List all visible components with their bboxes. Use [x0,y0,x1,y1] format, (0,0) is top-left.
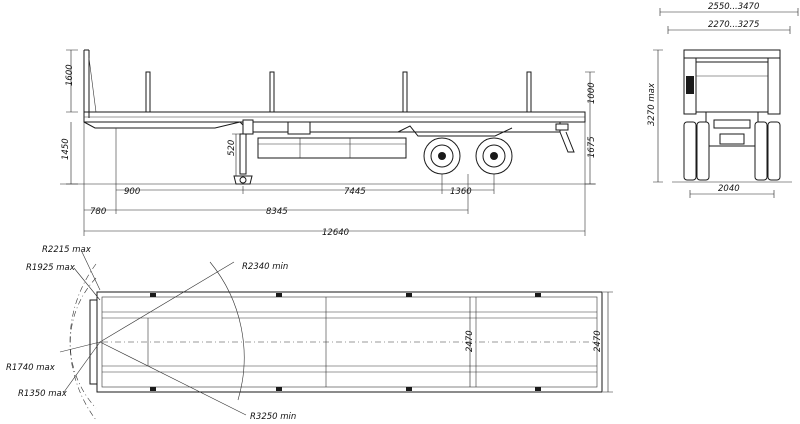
horizontal-dims [83,122,586,236]
dim-axle-spacing: 1360 [450,187,472,197]
radius-r2340: R2340 min [242,262,288,272]
dim-fifth-wheel-height: 520 [227,140,237,156]
dim-wheelbase: 7445 [344,187,366,197]
dim-1600-line [66,49,78,113]
gooseneck [83,121,241,129]
dim-track-width: 2040 [718,184,740,194]
dim-max-height: 3270 max [647,82,657,126]
radius-r1350: R1350 max [18,389,68,399]
suspension [397,125,513,137]
radius-r1925: R1925 max [26,263,76,273]
stakes [145,71,532,113]
top-view: R2215 max R1925 max R2340 min R1740 max … [6,245,613,422]
stake-pockets [150,293,541,391]
rear-panel [695,61,769,113]
side-view: 1600 1450 520 1000 1675 900 7445 1360 78… [60,49,597,238]
headboard-post [83,49,90,118]
dim-inner-width: 2270...3275 [708,20,759,30]
dim-platform-height: 1675 [587,136,597,158]
side-guard [257,137,407,159]
dim-kingpin-offset: 780 [90,207,106,217]
dim-inner-width-line [667,26,791,34]
dim-max-height-line [653,49,663,183]
radius-r3250: R3250 min [250,412,296,422]
dim-overall-width-line [659,8,799,16]
radius-leaders [59,251,247,416]
dim-520-line [232,133,240,176]
rear-top-rail [683,49,781,59]
turning-arc-r2340 [209,261,245,401]
dim-kingpin-to-axle: 8345 [266,207,288,217]
dim-track-width-line [689,190,775,198]
dim-overall-length: 12640 [322,228,349,238]
radius-r1740: R1740 max [6,363,56,373]
dim-1000-line [585,71,595,112]
dim-stake-height: 1600 [65,64,75,86]
turning-arc-inner [69,277,97,409]
radius-r2215: R2215 max [42,245,92,255]
landing-gear [233,133,253,185]
dim-overall-width: 2550...3470 [708,2,759,12]
rear-wheels [683,121,781,181]
wheel-front [423,137,461,175]
dim-outer-width-line [603,291,613,393]
dim-landing-gear-offset: 900 [124,187,140,197]
dim-deck-width-inner: 2470 [465,330,475,352]
rear-view: 2550...3470 2270...3275 3270 max 2040 [647,2,799,198]
dim-deck-height: 1000 [587,82,597,104]
dim-front-height: 1450 [61,138,71,160]
wheel-rear [475,137,513,175]
dim-deck-width-outer: 2470 [593,330,603,352]
rear-bumper [559,131,575,153]
toolbox [287,121,311,135]
